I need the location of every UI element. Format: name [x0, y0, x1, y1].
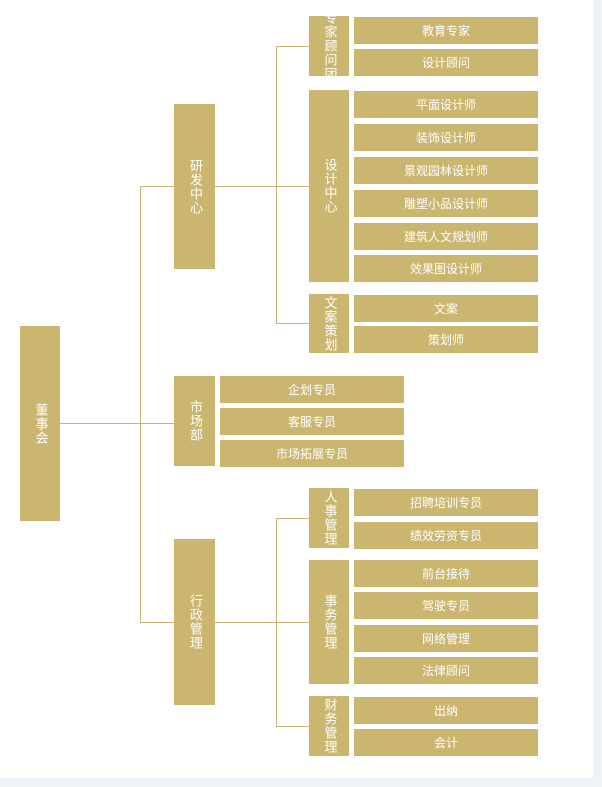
connector: [140, 186, 174, 187]
role-decoration-designer: 装饰设计师: [354, 124, 538, 151]
connector: [215, 186, 276, 187]
role-planning-specialist: 企划专员: [220, 376, 404, 403]
role-driver: 驾驶专员: [354, 592, 538, 619]
group-design-center: 设计中心: [309, 90, 349, 282]
role-sculpture-designer: 雕塑小品设计师: [354, 190, 538, 217]
role-performance-payroll: 绩效劳资专员: [354, 522, 538, 549]
role-design-consultant: 设计顾问: [354, 49, 538, 76]
connector: [60, 423, 140, 424]
connector: [276, 46, 309, 47]
role-accountant: 会计: [354, 729, 538, 756]
group-finance: 财务管理: [309, 696, 349, 756]
connector: [140, 423, 174, 424]
role-landscape-designer: 景观园林设计师: [354, 157, 538, 184]
role-recruitment-training: 招聘培训专员: [354, 489, 538, 516]
role-customer-service: 客服专员: [220, 408, 404, 435]
group-affairs: 事务管理: [309, 560, 349, 684]
group-copy-planning: 文案策划: [309, 294, 349, 353]
dept-administration: 行政管理: [174, 539, 215, 705]
connector: [140, 186, 141, 622]
org-chart: 董事会 研发中心 市场部 行政管理 专家顾问团 设计中心 文案策划 人事管理 事…: [0, 0, 593, 778]
connector: [276, 726, 309, 727]
connector: [215, 622, 276, 623]
role-planner: 策划师: [354, 326, 538, 353]
role-architecture-planner: 建筑人文规划师: [354, 223, 538, 250]
group-expert-panel: 专家顾问团: [309, 11, 349, 81]
role-education-expert: 教育专家: [354, 17, 538, 44]
role-network-admin: 网络管理: [354, 625, 538, 652]
connector: [276, 518, 309, 519]
connector: [276, 186, 309, 187]
connector: [276, 622, 309, 623]
role-rendering-designer: 效果图设计师: [354, 255, 538, 282]
root-board: 董事会: [20, 326, 60, 521]
role-copywriter: 文案: [354, 295, 538, 322]
dept-rd-center: 研发中心: [174, 104, 215, 269]
connector: [140, 622, 174, 623]
role-market-expansion: 市场拓展专员: [220, 440, 404, 467]
role-front-desk: 前台接待: [354, 560, 538, 587]
connector: [276, 46, 277, 323]
group-hr: 人事管理: [309, 488, 349, 548]
dept-marketing: 市场部: [174, 376, 215, 466]
role-cashier: 出纳: [354, 697, 538, 724]
connector: [276, 323, 309, 324]
role-legal-counsel: 法律顾问: [354, 657, 538, 684]
role-graphic-designer: 平面设计师: [354, 91, 538, 118]
